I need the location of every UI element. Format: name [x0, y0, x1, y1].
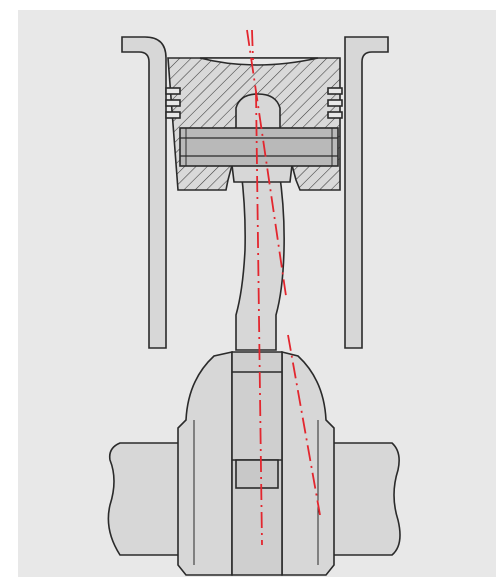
cylinder-walls [121, 36, 389, 349]
main-journal-right [327, 442, 401, 556]
main-journal-left [107, 442, 183, 556]
ring-grooves-left [165, 87, 181, 119]
crank-web-left [177, 351, 233, 576]
piston [165, 57, 343, 191]
centerline-cylinder-axis-2 [251, 29, 254, 61]
centerlines [246, 29, 321, 546]
pin-boss-cavity [235, 93, 281, 131]
ring-grooves-right [327, 87, 343, 119]
cylinder-wall-right [344, 36, 389, 349]
centerline-crank-offset [287, 334, 321, 516]
piston-pin [179, 127, 339, 167]
cylinder-wall-left [121, 36, 167, 349]
rod-shank [235, 169, 285, 351]
crankshaft [107, 350, 401, 576]
centerline-rod-axis [255, 91, 263, 546]
piston-crown [199, 57, 319, 66]
crankpin [235, 459, 279, 489]
rod-small-end [231, 164, 293, 183]
crank-web-right [281, 350, 335, 576]
connecting-rod [231, 164, 293, 351]
centerline-cylinder-axis [246, 29, 287, 297]
